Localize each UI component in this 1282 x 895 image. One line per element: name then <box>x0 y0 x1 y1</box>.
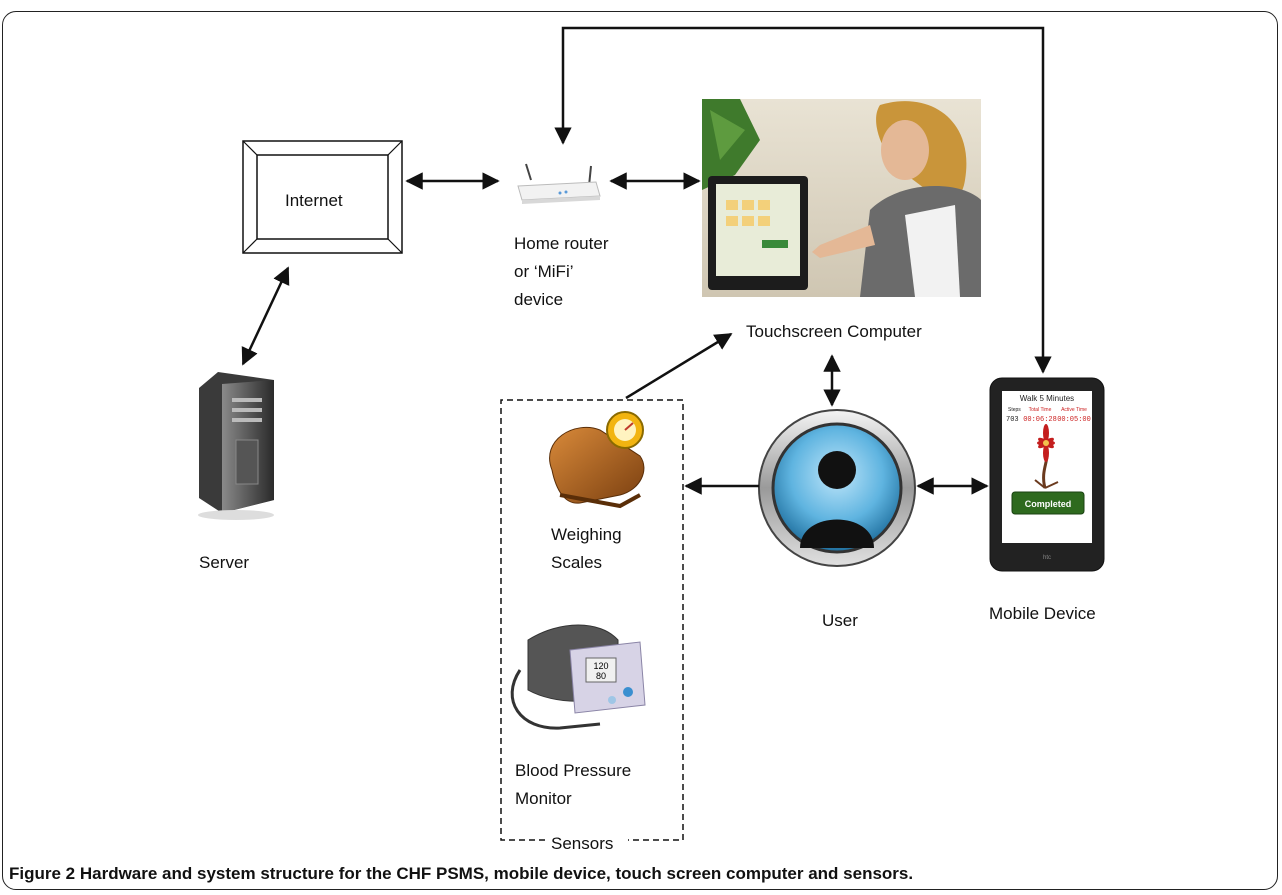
bp-systolic: 120 <box>593 661 608 671</box>
arrow-internet-server <box>241 266 290 366</box>
phone-col2-label: Total Time <box>1029 407 1052 413</box>
touchscreen-label: Touchscreen Computer <box>746 322 922 341</box>
sensors-box <box>500 399 684 841</box>
phone-col1-label: Steps <box>1008 407 1021 413</box>
phone-col3-value: 00:05:00 <box>1057 416 1091 424</box>
phone-col1-value: 703 <box>1006 416 1019 424</box>
server-label: Server <box>199 553 250 572</box>
caption-label: Figure 2 <box>9 864 76 883</box>
internet-box <box>242 140 403 254</box>
server-icon <box>198 372 274 520</box>
phone-col3-label: Active Time <box>1061 407 1087 413</box>
figure-frame <box>2 11 1278 890</box>
caption-text: Hardware and system structure for the CH… <box>75 864 914 883</box>
router-label-line2: or ‘MiFi’ <box>514 262 574 281</box>
user-icon <box>758 409 916 567</box>
blood-pressure-monitor-icon: 120 80 <box>510 624 646 730</box>
internet-label: Internet <box>285 191 343 210</box>
phone-brand: htc <box>1043 555 1051 561</box>
weighing-label-line2: Scales <box>551 553 603 569</box>
bp-label-line2: Monitor <box>515 789 572 808</box>
arrow-router-mobile <box>554 26 1052 374</box>
mobile-device-label: Mobile Device <box>989 604 1096 623</box>
user-label: User <box>822 611 858 630</box>
connectors <box>241 26 1052 495</box>
touchscreen-photo <box>702 99 981 297</box>
sensors-label: Sensors <box>545 833 620 855</box>
weighing-scales-icon <box>549 411 645 509</box>
phone-col2-value: 00:06:28 <box>1023 416 1057 424</box>
arrow-sensors-computer <box>625 332 733 400</box>
router-label-line3: device <box>514 290 564 309</box>
bp-label-line1: Blood Pressure <box>515 761 632 780</box>
router-label-line1: Home router <box>514 234 609 253</box>
phone-completed-button: Completed <box>1025 499 1072 509</box>
router-icon <box>517 163 601 204</box>
weighing-label-line1: Weighing <box>551 525 622 544</box>
mobile-device-icon: Walk 5 Minutes Steps Total Time Active T… <box>989 377 1105 572</box>
phone-title: Walk 5 Minutes <box>1020 394 1074 403</box>
bp-diastolic: 80 <box>596 671 606 681</box>
figure-caption: Figure 2 Hardware and system structure f… <box>9 863 913 885</box>
